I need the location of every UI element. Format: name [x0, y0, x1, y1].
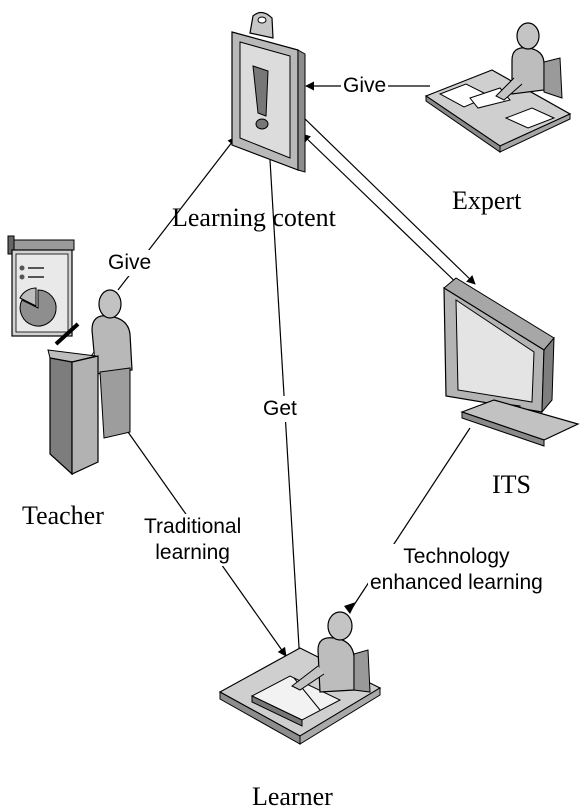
its-label: ITS — [492, 470, 531, 499]
traditional-learning-line1: Traditional — [144, 515, 242, 538]
expert-give-label: Give — [341, 73, 389, 99]
person-reading-book-icon — [218, 602, 382, 745]
learning-content-label: Learning cotent — [172, 203, 336, 232]
person-at-desk-icon — [424, 22, 572, 153]
teacher-label: Teacher — [22, 501, 104, 530]
expert-label: Expert — [452, 186, 522, 215]
learner-label: Learner — [252, 782, 333, 811]
arrow-content-to-its — [301, 115, 476, 285]
technology-enhanced-line1: Technology — [403, 545, 510, 568]
teacher-give-label: Give — [106, 250, 154, 276]
clipboard-alert-icon — [231, 11, 306, 173]
traditional-learning-label: Traditional learning — [142, 514, 244, 566]
presenter-at-podium-icon — [7, 235, 133, 476]
technology-enhanced-learning-label: Technology enhanced learning — [368, 544, 545, 596]
traditional-learning-line2: learning — [155, 541, 230, 564]
learner-get-label: Get — [261, 396, 299, 422]
computer-monitor-icon — [443, 277, 580, 447]
technology-enhanced-line2: enhanced learning — [370, 571, 543, 594]
arrow-its-to-content — [301, 133, 467, 293]
